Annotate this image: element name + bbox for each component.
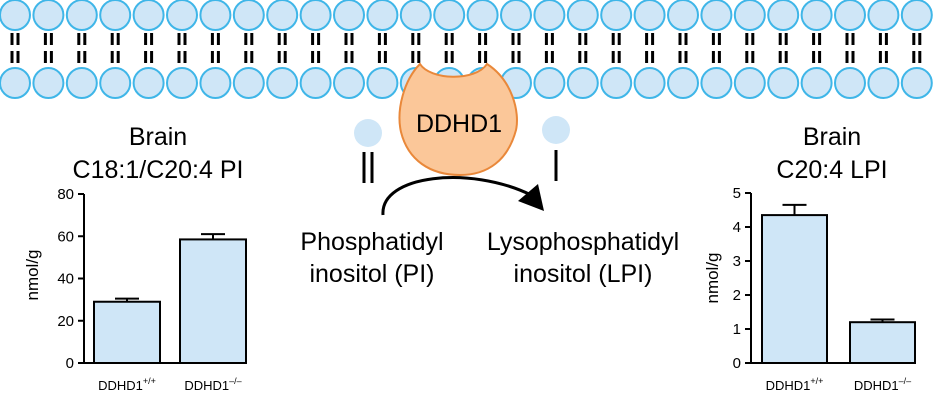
lipid-head — [700, 67, 733, 99]
lipid-head — [533, 0, 566, 31]
bar — [761, 214, 828, 364]
x-category-label: DDHD1–/– — [184, 376, 241, 393]
lipid-head — [667, 0, 699, 31]
y-tick-label: 20 — [57, 313, 74, 330]
bar — [179, 238, 247, 364]
lipid-head — [232, 0, 265, 31]
lipid-head — [199, 67, 232, 99]
lipid-head — [667, 67, 699, 99]
y-tick-label: 4 — [733, 219, 741, 236]
lipid-head — [500, 0, 532, 31]
enzyme-shape — [398, 62, 518, 177]
lipid-head — [232, 67, 265, 99]
x-category-label: DDHD1+/+ — [98, 376, 156, 393]
lipid-head — [366, 67, 399, 99]
lipid-head — [633, 67, 666, 99]
lipid-head — [366, 0, 399, 31]
lipid-head — [166, 0, 198, 31]
lipid-head — [99, 67, 132, 99]
y-axis-label: nmol/g — [703, 252, 722, 303]
lipid-head — [867, 0, 900, 31]
lipid-head — [433, 0, 466, 31]
pi-head — [354, 119, 382, 147]
lipid-head — [399, 0, 432, 31]
lipid-head — [900, 67, 933, 99]
y-tick-label: 3 — [733, 253, 741, 270]
lipid-head — [600, 67, 633, 99]
lipid-head — [867, 67, 900, 99]
lipid-head — [166, 67, 198, 99]
lipid-head — [333, 67, 365, 99]
lipid-head — [99, 0, 132, 31]
y-tick-label: 1 — [733, 321, 741, 338]
pi-bar-chart: Brain C18:1/C20:4 PI nmol/g 0 20 40 60 80DDH… — [23, 123, 247, 393]
lipid-head — [800, 67, 833, 99]
reaction-arrow — [381, 176, 544, 216]
y-tick-label: 60 — [57, 228, 74, 245]
bar — [849, 321, 916, 365]
substrate-label-line1: Phosphatidyl — [300, 228, 443, 256]
lipid-head — [132, 67, 165, 99]
lipid-head — [767, 0, 800, 31]
lipid-head — [299, 67, 332, 99]
enzyme-label: DDHD1 — [416, 110, 502, 138]
lipid-head — [333, 0, 365, 31]
lipid-head — [733, 0, 766, 31]
x-category-label: DDHD1+/+ — [766, 376, 824, 393]
x-category-label: DDHD1–/– — [854, 376, 911, 393]
lipid-head — [533, 67, 566, 99]
lipid-head — [800, 0, 833, 31]
lipid-head — [900, 0, 933, 31]
y-tick-label: 0 — [733, 355, 741, 372]
lipid-head — [266, 0, 299, 31]
lipid-head — [65, 67, 98, 99]
lipid-head — [299, 0, 332, 31]
lipid-head — [633, 0, 666, 31]
lipid-head — [767, 67, 800, 99]
lipid-head — [0, 0, 31, 31]
bar — [93, 300, 161, 364]
lipid-head — [834, 0, 866, 31]
lipid-head — [700, 0, 733, 31]
y-tick-label: 5 — [733, 185, 741, 202]
lipid-head — [132, 0, 165, 31]
lipid-head — [199, 0, 232, 31]
y-tick-label: 2 — [733, 287, 741, 304]
chart-title-line1: Brain — [803, 123, 861, 151]
product-label-line1: Lysophosphatidyl — [487, 228, 679, 256]
chart-title-line2: C20:4 LPI — [776, 156, 887, 184]
lipid-head — [32, 0, 65, 31]
chart-title-line1: Brain — [129, 123, 187, 151]
lipid-head — [266, 67, 299, 99]
y-axis-label: nmol/g — [23, 249, 42, 300]
lipid-head — [466, 0, 499, 31]
lipid-head — [65, 0, 98, 31]
lpi-lipid-icon — [542, 116, 570, 181]
lipid-head — [32, 67, 65, 99]
lpi-head — [542, 116, 570, 144]
pi-lipid-icon — [354, 119, 382, 183]
lipid-head — [0, 67, 31, 99]
substrate-label-line2: inositol (PI) — [309, 260, 434, 288]
lipid-head — [566, 0, 599, 31]
lipid-head — [566, 67, 599, 99]
product-label-line2: inositol (LPI) — [514, 260, 653, 288]
lipid-head — [733, 67, 766, 99]
ddhd1-enzyme: DDHD1 — [398, 62, 518, 177]
lipid-head — [600, 0, 633, 31]
y-tick-label: 40 — [57, 271, 74, 288]
y-tick-label: 80 — [57, 186, 74, 203]
y-tick-label: 0 — [66, 355, 74, 372]
lipid-head — [834, 67, 866, 99]
chart-title-line2: C18:1/C20:4 PI — [73, 156, 244, 184]
